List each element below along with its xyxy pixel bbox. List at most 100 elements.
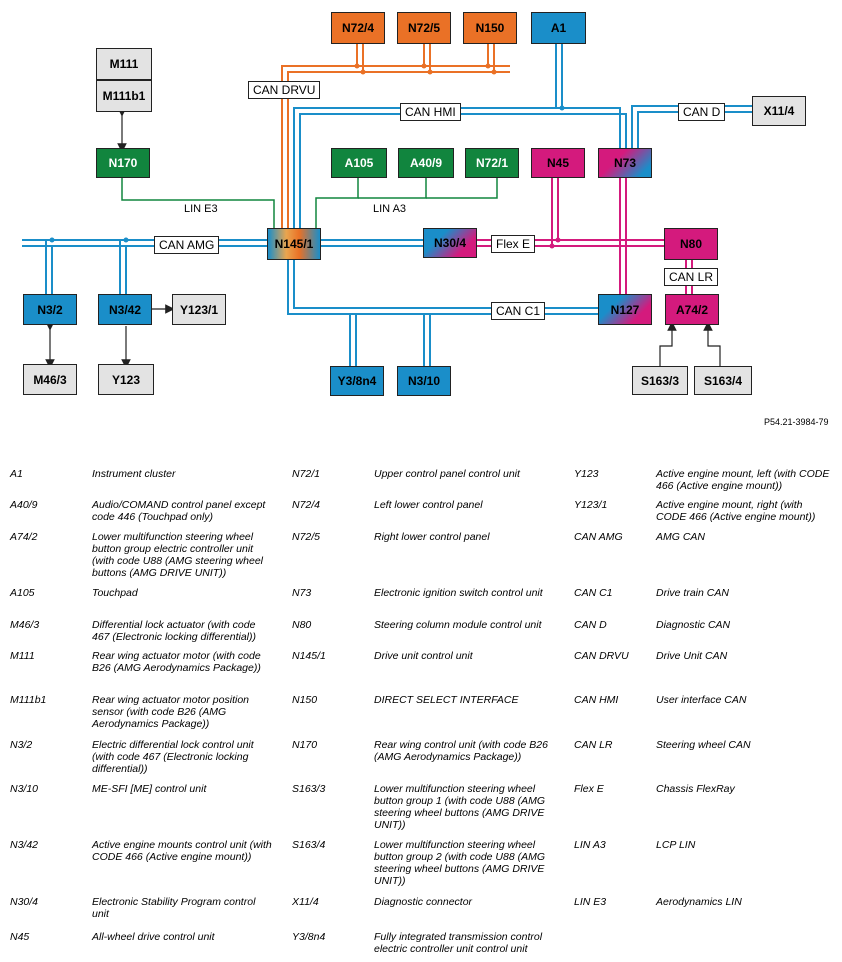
figure-reference-code: P54.21-3984-79 [764,417,829,427]
legend-description: Electronic ignition switch control unit [374,587,543,599]
legend-description: Drive train CAN [656,587,729,599]
legend-description: Touchpad [92,587,138,599]
legend-code: N150 [292,694,318,706]
flex-e-lines [448,178,693,294]
flex-e-label: Flex E [491,235,536,253]
legend-description: Drive unit control unit [374,650,473,662]
can-amg-lines [22,239,424,294]
legend-code: S163/4 [292,839,326,851]
legend-code: LIN A3 [574,839,606,851]
legend-code: A40/9 [10,499,38,511]
a40-9-box: A40/9 [398,148,454,178]
legend-code: LIN E3 [574,896,607,908]
legend-description: Chassis FlexRay [656,783,735,795]
legend-description: User interface CAN [656,694,747,706]
legend-code: N30/4 [10,896,39,908]
a1-box: A1 [531,12,586,44]
can-hmi-label: CAN HMI [400,103,461,121]
n127-box: N127 [598,294,652,325]
legend-code: Y123 [574,468,599,480]
legend-code: A1 [10,468,23,480]
can-d-label: CAN D [678,103,726,121]
a105-box: A105 [331,148,387,178]
network-topology-diagram: N72/4 N72/5 N150 A1 M111 M111b1 CAN DRVU… [0,0,842,440]
legend-description: Diagnostic CAN [656,619,731,631]
m111-box: M111 [96,48,152,80]
legend-description: Active engine mounts control unit (with … [92,839,272,863]
legend-code: CAN AMG [574,531,623,543]
can-c1-label: CAN C1 [491,302,546,320]
can-drvu-label: CAN DRVU [248,81,321,99]
legend-description: Aerodynamics LIN [656,896,742,908]
legend-code: N170 [292,739,318,751]
legend-code: M111b1 [10,694,47,706]
legend-code: N3/10 [10,783,39,795]
x11-4-box: X11/4 [752,96,806,126]
m111b1-box: M111b1 [96,80,152,112]
legend-description: Steering column module control unit [374,619,542,631]
legend-description: DIRECT SELECT INTERFACE [374,694,519,706]
y123-box: Y123 [98,364,154,395]
legend-description: Electric differential lock control unit … [92,739,254,775]
legend-code: N145/1 [292,650,326,662]
n73-box: N73 [598,148,652,178]
legend-description: Right lower control panel [374,531,490,543]
legend-description: Steering wheel CAN [656,739,751,751]
lin-lines [121,178,498,228]
n72-4-box: N72/4 [331,12,385,44]
n72-5-box: N72/5 [397,12,451,44]
legend-description: Drive Unit CAN [656,650,728,662]
n80-box: N80 [664,228,718,260]
legend-code: Y123/1 [574,499,608,511]
n45-box: N45 [531,148,585,178]
legend-description: Left lower control panel [374,499,483,511]
legend-description: Active engine mount, right (with CODE 46… [656,499,816,523]
legend-description: Rear wing actuator motor position sensor… [92,694,249,730]
legend-code: N80 [292,619,312,631]
n170-box: N170 [96,148,150,178]
legend-description: Electronic Stability Program control uni… [92,896,256,920]
legend-code: N45 [10,931,30,943]
legend-code: Flex E [574,783,604,795]
legend-code: CAN DRVU [574,650,629,662]
legend-code: CAN C1 [574,587,613,599]
legend-code: N73 [292,587,312,599]
legend-description: AMG CAN [656,531,706,543]
legend-code: A74/2 [10,531,38,543]
legend-description: Instrument cluster [92,468,176,480]
legend-description: All-wheel drive control unit [92,931,215,943]
legend-description: Audio/COMAND control panel except code 4… [92,499,266,523]
legend-code: X11/4 [292,896,319,908]
can-drvu-lines [281,44,510,228]
legend-code: N72/1 [292,468,321,480]
n30-4-box: N30/4 [423,228,477,258]
legend-code: M46/3 [10,619,40,631]
legend-code: N72/4 [292,499,321,511]
legend-description: Lower multifunction steering wheel butto… [374,783,546,831]
legend-code: N3/42 [10,839,39,851]
legend-code: N72/5 [292,531,321,543]
legend-description: Rear wing control unit (with code B26 (A… [374,739,548,763]
legend-description: Lower multifunction steering wheel butto… [92,531,263,579]
y3-8n4-box: Y3/8n4 [330,366,384,396]
legend-code: CAN LR [574,739,613,751]
legend-description: Upper control panel control unit [374,468,520,480]
s163-4-box: S163/4 [694,366,752,395]
legend-description: Rear wing actuator motor (with code B26 … [92,650,261,674]
s163-3-box: S163/3 [632,366,688,395]
legend-description: Active engine mount, left (with CODE 466… [656,468,830,492]
n3-2-box: N3/2 [23,294,77,325]
legend-code: A105 [10,587,35,599]
legend-description: Diagnostic connector [374,896,473,908]
legend-description: ME-SFI [ME] control unit [92,783,207,795]
lin-e3-label: LIN E3 [182,203,220,215]
n3-42-box: N3/42 [98,294,152,325]
can-lr-label: CAN LR [664,268,719,286]
can-amg-label: CAN AMG [154,236,220,254]
m46-3-box: M46/3 [23,364,77,395]
can-c1-lines [287,260,600,366]
legend-description: Differential lock actuator (with code 46… [92,619,256,643]
legend-code: S163/3 [292,783,326,795]
a74-2-box: A74/2 [665,294,719,325]
y123-1-box: Y123/1 [172,294,226,325]
